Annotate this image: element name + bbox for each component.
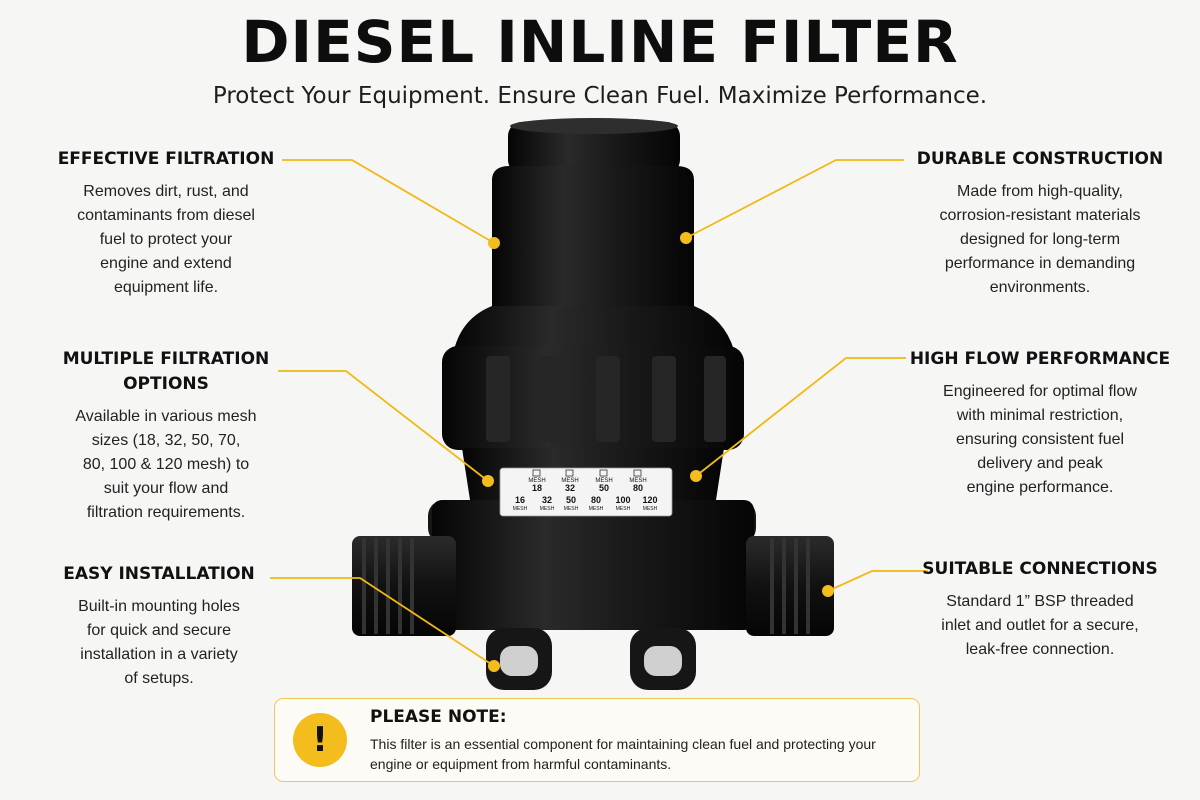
callout-dot-multiple (482, 475, 494, 487)
feature-effective-filtration: EFFECTIVE FILTRATION Removes dirt, rust,… (48, 147, 284, 300)
callout-dot-effective (488, 237, 500, 249)
feature-text: Available in various mesh sizes (18, 32,… (75, 408, 257, 521)
mesh-bottom-word-4: MESH (589, 506, 604, 512)
mesh-bottom-word-2: MESH (540, 506, 555, 512)
mesh-label (499, 467, 673, 517)
feature-suitable-connections: SUITABLE CONNECTIONS Standard 1” BSP thr… (912, 557, 1168, 662)
feature-title: HIGH FLOW PERFORMANCE (909, 349, 1171, 369)
mesh-label-top-row: MESH 18 MESH 32 MESH 50 MESH 80 (528, 469, 647, 493)
mesh-top-size-3: 50 (599, 483, 609, 493)
page-subtitle: Protect Your Equipment. Ensure Clean Fue… (212, 83, 988, 109)
mesh-bottom-size-2: 32 (542, 495, 552, 505)
note-title: PLEASE NOTE: (370, 707, 507, 727)
feature-text: Removes dirt, rust, and contaminants fro… (77, 183, 255, 296)
mesh-bottom-size-5: 100 (615, 495, 630, 505)
callout-dot-connections (822, 585, 834, 597)
callout-dot-highflow (690, 470, 702, 482)
callout-dot-durable (680, 232, 692, 244)
mesh-bottom-word-6: MESH (643, 506, 658, 512)
mesh-bottom-size-1: 16 (515, 495, 525, 505)
feature-text: Engineered for optimal flow with minimal… (943, 383, 1137, 496)
page-title: DIESEL INLINE FILTER (241, 8, 959, 76)
mesh-bottom-size-4: 80 (591, 495, 601, 505)
feature-easy-installation: EASY INSTALLATION Built-in mounting hole… (46, 562, 272, 691)
mesh-label-bottom-row: 16 MESH 32 MESH 50 MESH 80 MESH 100 MESH… (513, 495, 658, 512)
mesh-top-size-2: 32 (565, 483, 575, 493)
feature-high-flow-performance: HIGH FLOW PERFORMANCE Engineered for opt… (904, 347, 1176, 500)
feature-title: EASY INSTALLATION (63, 564, 255, 584)
feature-durable-construction: DURABLE CONSTRUCTION Made from high-qual… (906, 147, 1174, 300)
mesh-bottom-word-1: MESH (513, 506, 528, 512)
note-box: ! PLEASE NOTE: This filter is an essenti… (274, 698, 920, 782)
feature-multiple-filtration-options: MULTIPLE FILTRATION OPTIONS Available in… (46, 347, 286, 525)
feature-text: Made from high-quality, corrosion-resist… (939, 183, 1141, 296)
warning-exclamation-icon: ! (293, 713, 347, 767)
mesh-top-word-4: MESH (629, 478, 646, 484)
feature-title: SUITABLE CONNECTIONS (922, 559, 1158, 579)
callout-dot-easy (488, 660, 500, 672)
mesh-bottom-size-3: 50 (566, 495, 576, 505)
feature-title: MULTIPLE FILTRATION OPTIONS (62, 349, 270, 394)
feature-title: DURABLE CONSTRUCTION (916, 149, 1164, 169)
mesh-bottom-word-3: MESH (564, 506, 579, 512)
mesh-top-word-1: MESH (528, 478, 545, 484)
mesh-top-size-4: 80 (633, 483, 643, 493)
feature-text: Standard 1” BSP threaded inlet and outle… (941, 593, 1139, 658)
mesh-bottom-size-6: 120 (642, 495, 657, 505)
feature-title: EFFECTIVE FILTRATION (57, 149, 275, 169)
mesh-top-size-1: 18 (532, 483, 542, 493)
feature-text: Built-in mounting holes for quick and se… (78, 598, 240, 687)
mesh-bottom-word-5: MESH (616, 506, 631, 512)
mesh-top-word-2: MESH (561, 478, 578, 484)
mesh-top-word-3: MESH (595, 478, 612, 484)
note-body: This filter is an essential component fo… (370, 736, 876, 772)
